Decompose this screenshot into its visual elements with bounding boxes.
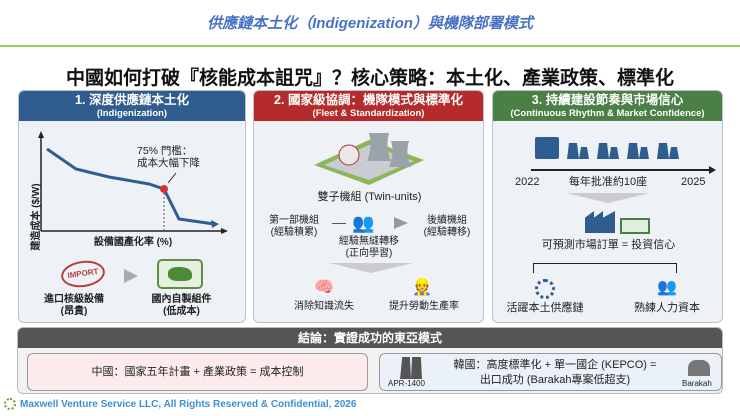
first-unit-sub: (經驗積累) (270, 227, 318, 238)
from-sub: (昂貴) (60, 306, 88, 317)
outcome-productivity: 提升勞動生產率 (389, 301, 459, 312)
brain-head-icon: 🧠 (314, 279, 334, 296)
threshold-point (160, 185, 168, 193)
korea-box: APR-1400 韓國：高度標準化 + 單一國企 (KEPCO) = 出口成功 (… (379, 353, 722, 391)
next-unit: 後續機組 (427, 215, 467, 226)
from-label: 進口核級設備 (44, 294, 104, 305)
reactor-icons (567, 143, 679, 159)
china-map-stamp-icon (157, 259, 203, 289)
korea-line2: 出口成功 (Barakah專案低超支) (479, 374, 631, 386)
panel-subtitle: (Indigenization) (96, 108, 168, 119)
x-axis-label: 設備國產化率 (%) (93, 237, 173, 248)
arrow-right-icon (124, 269, 138, 283)
imported-equipment-label: 進口核級設備(昂貴) (29, 294, 119, 318)
panel-header: 2. 國家級協調：機隊模式與標準化 (Fleet & Standardizati… (254, 91, 483, 121)
panel-subtitle: (Continuous Rhythm & Market Confidence) (510, 108, 705, 119)
transfer-label: 經驗無縫轉移(正向學習) (324, 236, 414, 260)
branch-connector (533, 263, 677, 273)
nuclear-plant-icon (314, 133, 424, 185)
outcome-supply-chain: 活躍本土供應鏈 (506, 302, 584, 314)
barakah-caption: Barakah (682, 379, 712, 388)
supply-chain-cycle-icon (535, 279, 555, 299)
to-label: 國內自製組件 (151, 294, 212, 305)
cost-curve (46, 147, 215, 226)
approval-rate: 每年批准約10座 (568, 176, 648, 188)
threshold-annotation: 75% 門檻： 成本大幅下降 (137, 145, 200, 169)
panel-subtitle: (Fleet & Standardization) (312, 108, 425, 119)
cost-curve-chart (38, 131, 228, 234)
factory-icon (585, 211, 615, 233)
conclusion-section: 結論：實證成功的東亞模式 中國：國家五年計畫 + 產業政策 = 成本控制 APR… (17, 327, 723, 394)
panel-title: 3. 持續建設節奏與市場信心 (531, 93, 684, 107)
panel-header: 1. 深度供應鏈本土化 (Indigenization) (19, 91, 245, 121)
panel-fleet-standardization: 2. 國家級協調：機隊模式與標準化 (Fleet & Standardizati… (253, 90, 484, 323)
annotation-arrow (167, 172, 177, 184)
down-chevron-icon (329, 263, 413, 273)
korea-line1: 韓國：高度標準化 + 單一國企 (KEPCO) = (453, 359, 657, 371)
import-stamp-icon: IMPORT (59, 258, 107, 290)
panel-rhythm-confidence: 3. 持續建設節奏與市場信心 (Continuous Rhythm & Mark… (492, 90, 723, 323)
apr1400-caption: APR-1400 (388, 379, 425, 388)
korea-text: 韓國：高度標準化 + 單一國企 (KEPCO) = 出口成功 (Barakah專案… (440, 358, 670, 388)
import-stamp-text: IMPORT (66, 266, 99, 281)
market-equation: 可預測市場訂單 = 投資信心 (541, 239, 676, 251)
china-box: 中國：國家五年計畫 + 產業政策 = 成本控制 (27, 353, 368, 391)
panel-indigenization: 1. 深度供應鏈本土化 (Indigenization) 75% 門檻： 成本大… (18, 90, 246, 323)
timeline-axis (531, 169, 711, 171)
curve-arrow (211, 220, 219, 228)
transfer: 經驗無縫轉移 (339, 236, 399, 247)
x-axis-arrow (221, 228, 228, 234)
team-icon: 👥 (657, 279, 677, 296)
first-unit: 第一部機組 (269, 215, 319, 226)
domestic-components-label: 國內自製組件(低成本) (134, 294, 229, 318)
year-start: 2022 (515, 176, 540, 188)
slide-title: 供應鏈本土化（Indigenization）與機隊部署模式 (207, 15, 533, 32)
calendar-icon (535, 137, 559, 159)
panel-header: 3. 持續建設節奏與市場信心 (Continuous Rhythm & Mark… (493, 91, 722, 121)
panel-title: 1. 深度供應鏈本土化 (75, 93, 189, 107)
team-icon: 👥 (352, 213, 375, 233)
cooling-tower-icon (400, 357, 422, 379)
china-text: 中國：國家五年計畫 + 產業政策 = 成本控制 (91, 366, 304, 378)
money-icon (620, 218, 650, 234)
footer-copyright: Maxwell Venture Service LLC, All Rights … (20, 399, 357, 410)
transfer-sub: (正向學習) (345, 248, 393, 259)
company-logo-icon (4, 398, 16, 410)
twin-units-label: 雙子機組 (Twin-units) (317, 191, 422, 203)
barakah-plant-icon (688, 360, 710, 376)
y-axis-arrow (38, 131, 44, 138)
first-unit-label: 第一部機組(經驗積累) (259, 215, 329, 239)
connector-line (332, 223, 346, 224)
title-divider (0, 45, 740, 47)
conclusion-title: 結論：實證成功的東亞模式 (18, 328, 722, 348)
headline: 中國如何打破『核能成本詛咒』？核心策略：本土化、產業政策、標準化 (65, 68, 674, 89)
calendar-and-plants-icons (535, 137, 679, 159)
worker-icon: 👷 (412, 279, 432, 296)
timeline-arrow (709, 166, 716, 174)
next-unit-label: 後續機組(經驗轉移) (412, 215, 482, 239)
down-chevron-icon (566, 193, 650, 203)
outcome-human-capital: 熟練人力資本 (634, 302, 700, 314)
to-sub: (低成本) (163, 306, 200, 317)
next-unit-sub: (經驗轉移) (423, 227, 471, 238)
outcome-knowledge: 消除知識流失 (294, 301, 354, 312)
year-end: 2025 (681, 176, 706, 188)
arrow-right-icon (394, 217, 408, 229)
panel-title: 2. 國家級協調：機隊模式與標準化 (274, 93, 463, 107)
